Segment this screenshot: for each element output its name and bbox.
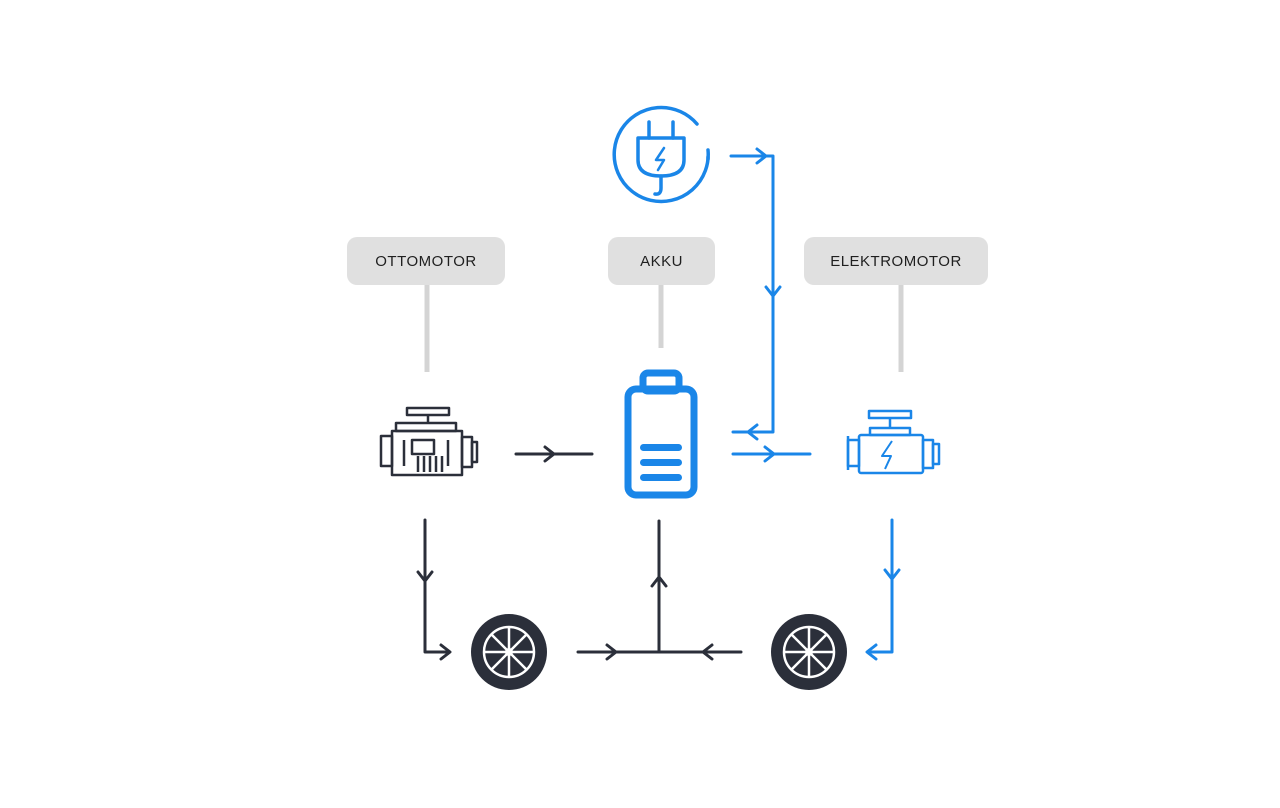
label-akku: AKKU: [608, 237, 715, 285]
dark-flow-lines: [416, 445, 743, 661]
wheel-icon: [471, 614, 547, 690]
arrowhead: [764, 285, 782, 298]
arrow-elektro-to-wheel: [867, 518, 894, 654]
arrowhead: [865, 643, 878, 661]
combustion-engine-icon: [379, 406, 479, 477]
arrowhead: [543, 445, 556, 463]
arrowhead: [650, 575, 668, 588]
arrowhead: [755, 147, 768, 165]
label-elektromotor: ELEKTROMOTOR: [804, 237, 988, 285]
arrowhead: [701, 643, 714, 661]
arrowhead: [883, 568, 901, 581]
arrowhead: [439, 643, 452, 661]
arrowhead: [416, 570, 434, 583]
arrow-plug-to-akku: [729, 154, 775, 434]
wheel-icon: [771, 614, 847, 690]
battery-icon: [624, 369, 698, 499]
label-connectors: [424, 285, 904, 372]
arrowhead: [605, 643, 618, 661]
arrowhead: [763, 445, 776, 463]
arrowhead: [746, 423, 759, 441]
label-ottomotor: OTTOMOTOR: [347, 237, 505, 285]
electric-engine-icon: [846, 409, 941, 475]
blue-flow-lines: [729, 147, 901, 661]
plug-icon: [612, 105, 710, 204]
arrow-otto-to-wheel: [423, 518, 450, 654]
